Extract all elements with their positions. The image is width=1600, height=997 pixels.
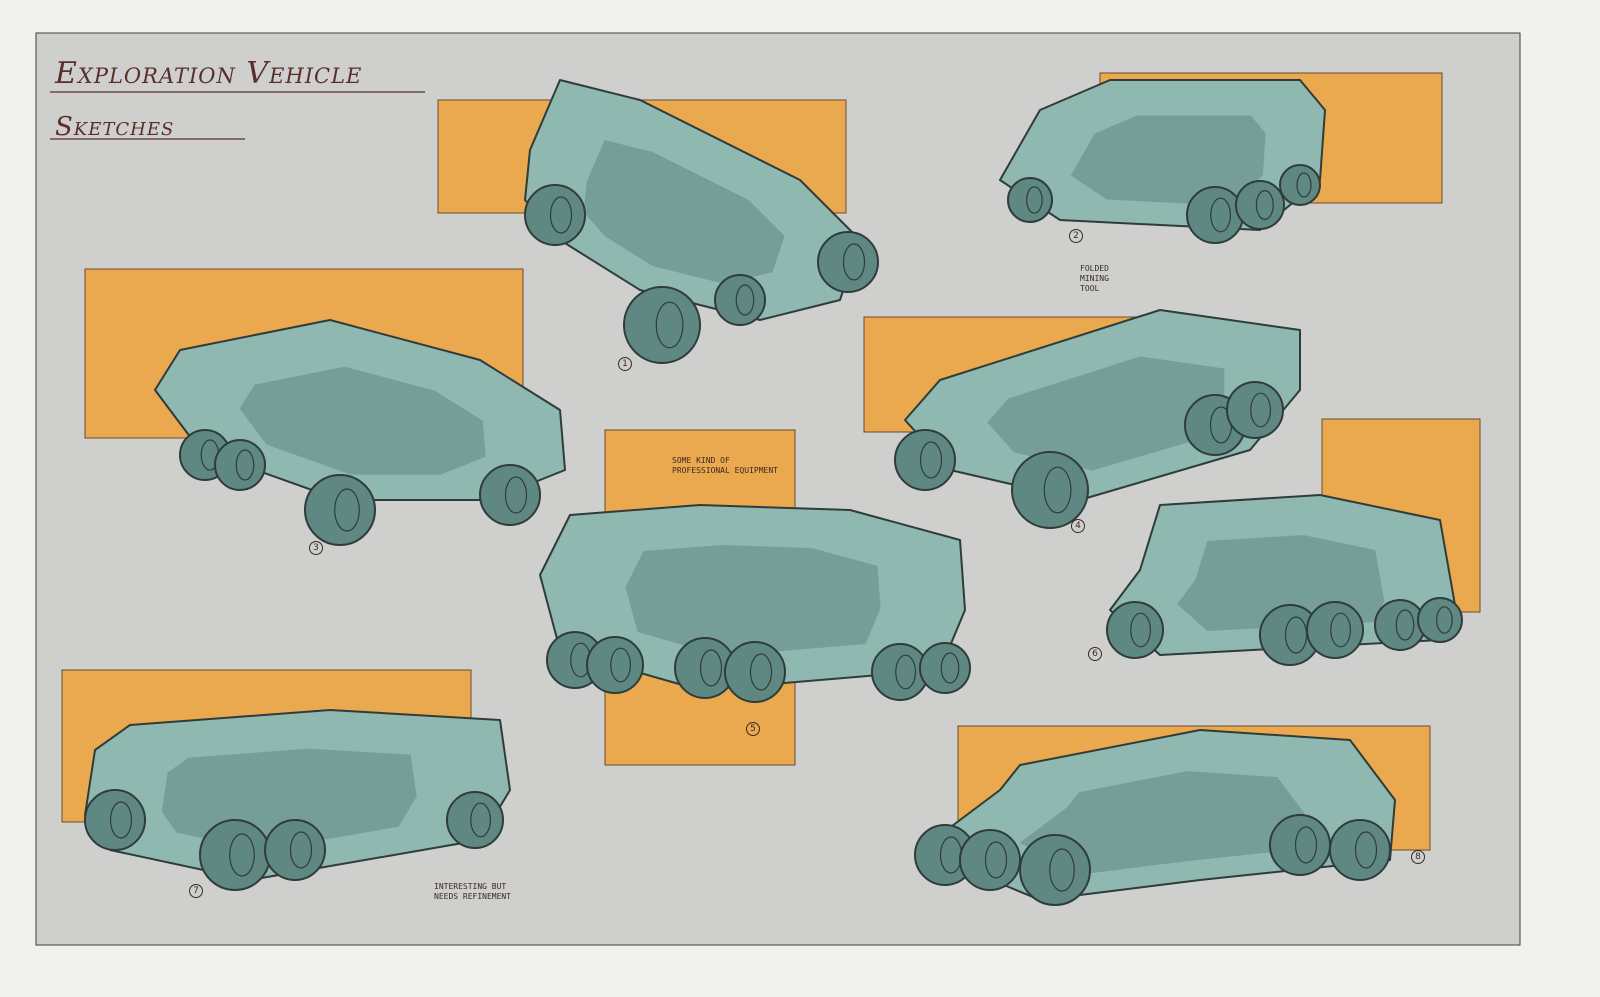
vehicle-shading (625, 545, 881, 656)
vehicle-number-6: 6 (1088, 647, 1102, 661)
vehicle-shading (239, 366, 486, 475)
wheel-hub (1395, 609, 1415, 641)
wheel-hub (470, 802, 492, 838)
wheel-hub (1210, 197, 1231, 233)
wheel-hub (1294, 826, 1318, 864)
wheel-hub (1250, 392, 1271, 428)
vehicle-number-8: 8 (1411, 850, 1425, 864)
sheet-title: Exploration Vehicle (55, 56, 363, 91)
wheel-hub (940, 652, 960, 684)
vehicle-wheel (1374, 599, 1426, 651)
wheel-hub (289, 831, 313, 869)
wheel-hub (109, 801, 133, 839)
wheel-hub (235, 449, 255, 481)
vehicle-wheel (586, 636, 644, 694)
wheel-hub (1130, 612, 1151, 648)
wheel-hub (1026, 186, 1043, 214)
vehicle-sketch-2 (999, 79, 1326, 244)
vehicle-wheel (1007, 177, 1053, 223)
annotation-folded-mining-tool: Folded mining tool (1080, 264, 1109, 293)
vehicle-wheel (894, 429, 956, 491)
vehicle-wheel (1269, 814, 1331, 876)
wheel-hub (749, 653, 773, 691)
sheet-subtitle: Sketches (55, 112, 175, 142)
vehicle-wheel (919, 642, 971, 694)
vehicle-shading (987, 356, 1225, 471)
vehicle-wheel (817, 231, 879, 293)
vehicle-sketch-1 (524, 79, 879, 364)
wheel-hub (1436, 606, 1453, 634)
vehicle-wheel (724, 641, 786, 703)
vehicle-wheel (304, 474, 376, 546)
vehicle-wheel (1306, 601, 1364, 659)
wheel-hub (1043, 466, 1072, 514)
vehicle-wheel (1019, 834, 1091, 906)
wheel-hub (1330, 612, 1351, 648)
wheel-hub (504, 476, 528, 514)
vehicle-number-1: 1 (618, 357, 632, 371)
vehicle-sketch-4 (894, 309, 1301, 529)
vehicle-wheel (1235, 180, 1285, 230)
vehicle-sketch-5 (539, 504, 971, 703)
vehicle-wheel (1417, 597, 1463, 643)
wheel-hub (1354, 831, 1378, 869)
vehicle-shading (583, 140, 785, 284)
wheel-hub (1296, 172, 1312, 198)
vehicle-wheel (264, 819, 326, 881)
vehicle-wheel (1329, 819, 1391, 881)
annotation-needs-refinement: Interesting but needs refinement (434, 882, 512, 901)
vehicle-wheel (524, 184, 586, 246)
wheel-hub (1049, 848, 1075, 892)
vehicle-wheel (623, 286, 701, 364)
vehicle-wheel (84, 789, 146, 851)
vehicle-wheel (1279, 164, 1321, 206)
wheel-hub (984, 841, 1008, 879)
vehicle-sketch-6 (1106, 494, 1463, 666)
wheel-hub (610, 647, 631, 683)
wheel-hub (334, 488, 360, 532)
vehicle-wheel (214, 439, 266, 491)
vehicle-wheel (1226, 381, 1284, 439)
vehicle-wheel (959, 829, 1021, 891)
vehicle-sketch-3 (154, 319, 566, 546)
vehicle-shading (1070, 115, 1266, 206)
vehicle-wheel (479, 464, 541, 526)
vehicle-wheel (714, 274, 766, 326)
wheel-hub (842, 243, 866, 281)
wheel-hub (1255, 190, 1274, 221)
vehicle-wheel (1186, 186, 1244, 244)
vehicle-wheel (199, 819, 271, 891)
vehicle-number-5: 5 (746, 722, 760, 736)
vehicle-number-7: 7 (189, 884, 203, 898)
wheel-hub (549, 196, 573, 234)
wheel-hub (655, 301, 684, 349)
vehicle-sketch-8 (914, 729, 1396, 906)
vehicle-number-4: 4 (1071, 519, 1085, 533)
vehicle-sketch-7 (84, 709, 511, 891)
annotation-professional-equipment: Some kind of professional equipment (672, 456, 778, 475)
wheel-hub (229, 833, 255, 877)
vehicle-number-3: 3 (309, 541, 323, 555)
vehicle-shading (1019, 771, 1305, 874)
wheel-hub (919, 441, 943, 479)
vehicle-number-2: 2 (1069, 229, 1083, 243)
vehicle-wheel (1106, 601, 1164, 659)
wheel-hub (699, 649, 723, 687)
vehicle-wheel (1011, 451, 1089, 529)
vehicle-wheel (446, 791, 504, 849)
wheel-hub (895, 654, 916, 690)
wheel-hub (735, 284, 755, 316)
